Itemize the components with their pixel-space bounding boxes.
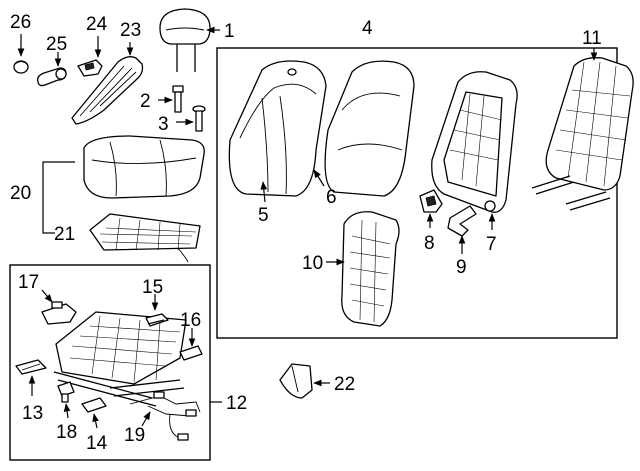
part-5-seatback-cover[interactable] [228, 60, 327, 197]
callout-23: 23 [120, 20, 141, 41]
seat-track-group-box [9, 264, 211, 461]
callout-8: 8 [424, 233, 435, 254]
part-13-cover[interactable] [15, 359, 47, 375]
callout-11: 11 [582, 28, 602, 49]
callout-24: 24 [86, 14, 108, 35]
callout-15: 15 [142, 277, 163, 298]
callout-20: 20 [10, 183, 31, 204]
part-1-headrest[interactable] [159, 8, 211, 72]
part-22-bracket[interactable] [279, 363, 313, 399]
part-14-clip[interactable] [81, 397, 107, 413]
part-7-seatback-frame[interactable] [431, 71, 518, 213]
callout-9: 9 [456, 257, 467, 278]
callout-16: 16 [180, 310, 201, 331]
part-6-seatback-pad[interactable] [324, 60, 415, 197]
part-25-knob[interactable] [36, 67, 67, 87]
part-21-cushion-pad[interactable] [89, 213, 201, 263]
part-9-bracket[interactable] [447, 205, 477, 237]
callout-6: 6 [326, 187, 337, 208]
callout-3: 3 [158, 114, 169, 135]
callout-22: 22 [334, 374, 355, 395]
cushion-bracket-line [42, 161, 75, 234]
callout-17: 17 [18, 272, 39, 293]
part-11-rear-frame[interactable] [531, 57, 634, 211]
callout-7: 7 [486, 234, 497, 255]
part-16-bracket[interactable] [179, 345, 203, 361]
part-15-clip[interactable] [145, 313, 169, 327]
callout-18: 18 [56, 422, 77, 443]
callout-14: 14 [86, 433, 108, 454]
callout-12: 12 [226, 393, 247, 414]
callout-1: 1 [224, 21, 235, 42]
callout-5: 5 [258, 205, 269, 226]
callout-10: 10 [302, 253, 323, 274]
callout-13: 13 [22, 403, 43, 424]
part-23-recliner-cover[interactable] [71, 56, 144, 125]
part-8-clip[interactable] [419, 189, 443, 213]
callout-4: 4 [362, 18, 373, 39]
part-19-wiring-harness[interactable] [129, 391, 201, 441]
part-18-bolt[interactable] [57, 381, 75, 403]
part-26-cap[interactable] [13, 60, 29, 74]
part-3-bolt[interactable] [192, 105, 206, 132]
callout-26: 26 [10, 12, 31, 33]
part-2-guide[interactable] [172, 85, 184, 113]
callout-21: 21 [54, 224, 75, 245]
part-17-switch[interactable] [41, 301, 77, 325]
seatback-group-box [216, 47, 618, 339]
part-12-seat-track-frame[interactable] [53, 311, 187, 407]
part-10-lumbar-support[interactable] [341, 211, 400, 327]
part-20-seat-cushion[interactable] [83, 135, 205, 199]
callout-25: 25 [46, 34, 67, 55]
part-24-clip[interactable] [77, 59, 103, 77]
callout-19: 19 [124, 425, 145, 446]
callout-2: 2 [140, 91, 151, 112]
